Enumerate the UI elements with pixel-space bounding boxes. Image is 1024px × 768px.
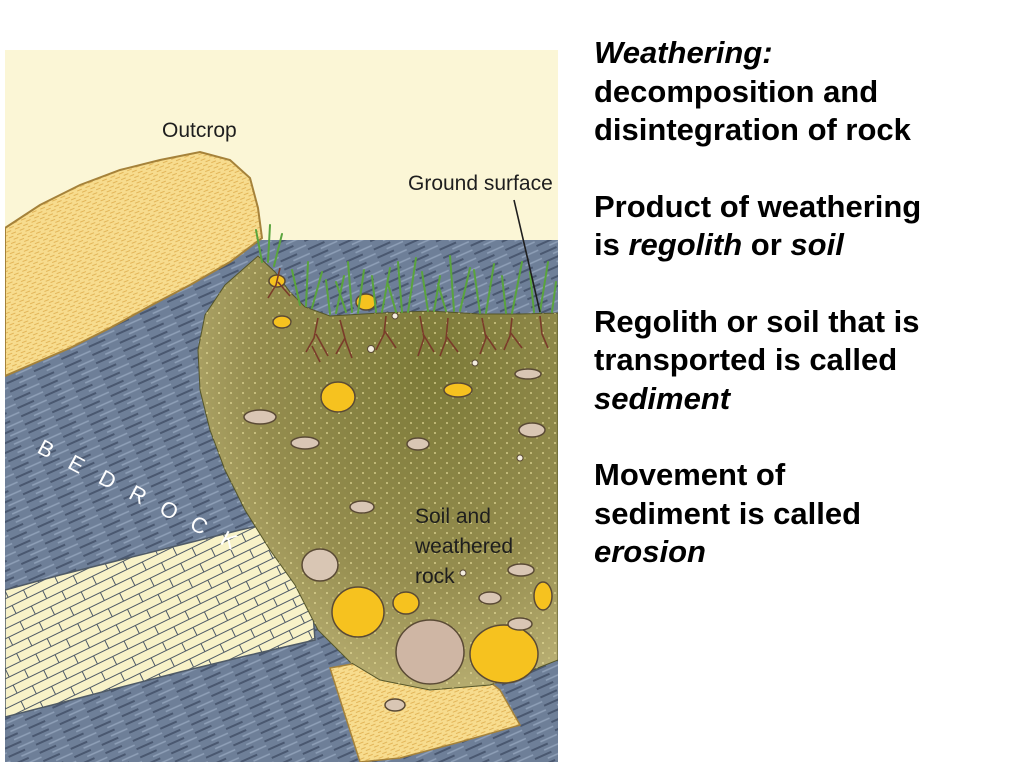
pebble — [478, 591, 502, 605]
pebble — [518, 422, 546, 438]
pebble — [290, 436, 320, 450]
product-or: or — [750, 227, 782, 262]
pebble — [391, 312, 399, 320]
pebble — [349, 500, 375, 514]
pebble — [384, 698, 406, 712]
product-is: is — [594, 227, 620, 262]
term-soil: soil — [790, 227, 844, 262]
weathering-diagram: Outcrop Ground surface Soil and weathere… — [5, 50, 558, 762]
cross-section-illustration: Outcrop Ground surface Soil and weathere… — [5, 50, 558, 762]
pebble — [471, 359, 479, 367]
pebble — [533, 581, 553, 611]
outcrop-label: Outcrop — [162, 119, 237, 142]
pebble — [459, 569, 467, 577]
soil-speckles — [198, 256, 558, 690]
pebble — [507, 563, 535, 577]
pebble — [395, 619, 465, 685]
sediment-paragraph: Regolith or soil that is transported is … — [594, 303, 1019, 419]
pebble — [301, 548, 339, 582]
ground-surface-pointer — [513, 199, 541, 313]
term-sediment: sediment — [594, 380, 731, 416]
erosion-paragraph: Movement of sediment is called erosion — [594, 456, 1019, 572]
weathering-heading: Weathering: — [594, 35, 773, 70]
pebble — [272, 315, 292, 329]
pebble — [516, 454, 524, 462]
soil-label-line3: rock — [415, 565, 455, 588]
weathering-definition: Weathering: decomposition and disintegra… — [594, 34, 1019, 150]
grass — [255, 224, 557, 315]
pebble — [331, 586, 385, 638]
notes-panel: Weathering: decomposition and disintegra… — [594, 34, 1019, 610]
weathering-line1: decomposition and — [594, 73, 879, 109]
weathering-line2: disintegration of rock — [594, 112, 911, 147]
sediment-line2: transported is called — [594, 342, 898, 377]
erosion-line2: sediment is called — [594, 495, 862, 531]
erosion-line1: Movement of — [594, 457, 786, 492]
pebble — [243, 409, 277, 425]
soil-label-line2: weathered — [414, 535, 513, 558]
pebble — [367, 345, 375, 353]
term-erosion: erosion — [594, 534, 706, 569]
plant-roots — [267, 267, 549, 363]
pebble — [320, 381, 356, 413]
soil-label-line1: Soil and — [415, 505, 491, 528]
product-paragraph: Product of weathering is regolith or soi… — [594, 188, 1019, 265]
term-regolith: regolith — [628, 227, 743, 262]
pebble — [406, 437, 430, 451]
ground-surface-label: Ground surface — [408, 172, 553, 195]
product-line1: Product of weathering — [594, 188, 922, 224]
sandstone-outcrop — [5, 150, 264, 378]
sediment-line1: Regolith or soil that is — [594, 303, 920, 339]
pebble — [392, 591, 420, 615]
pebble — [469, 624, 539, 684]
pebble — [443, 382, 473, 398]
pebble — [507, 617, 533, 631]
pebble — [514, 368, 542, 380]
